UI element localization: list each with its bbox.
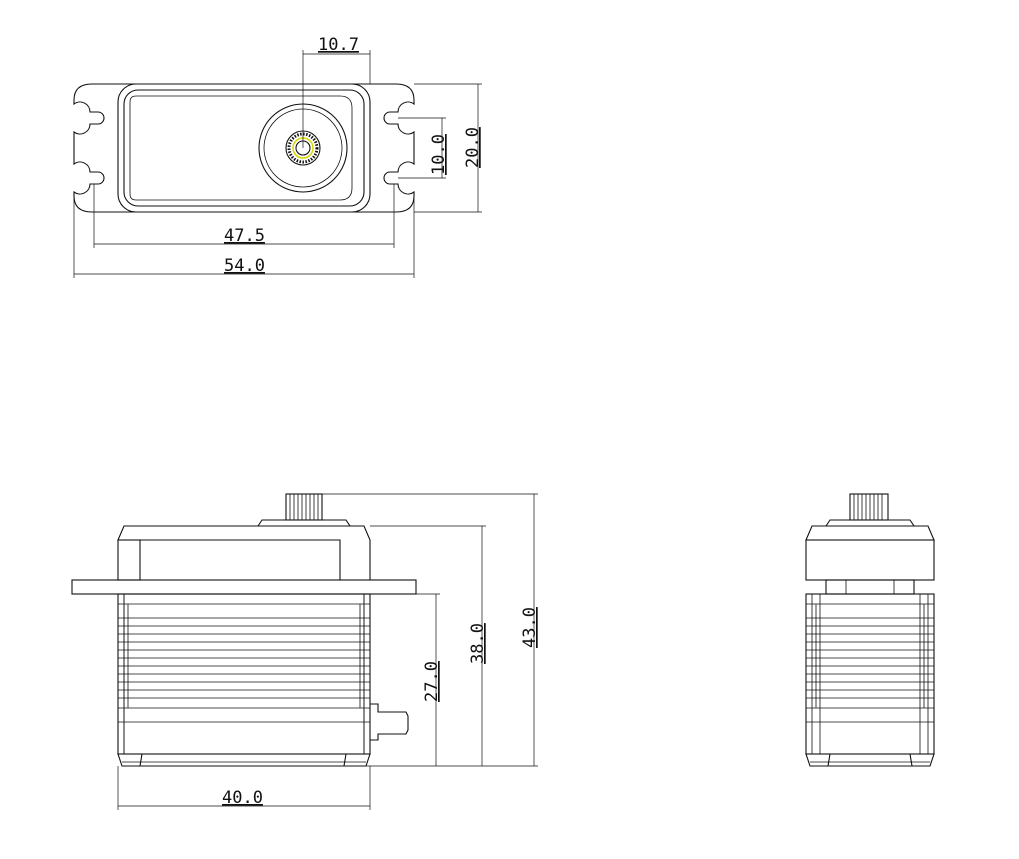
front-wire-exit (370, 703, 409, 741)
end-view (805, 493, 935, 767)
end-top-boss (824, 519, 916, 527)
top-view-flange-outline (73, 83, 415, 213)
end-top-case (805, 525, 935, 541)
dim-overall-length: 54.0 (224, 256, 265, 276)
dim-hole-spacing-length: 47.5 (224, 226, 265, 246)
front-spline (285, 493, 323, 521)
end-flange-stub (825, 579, 915, 595)
front-flange (71, 579, 417, 595)
front-top-case (117, 525, 371, 581)
front-cooling-fins (118, 594, 370, 754)
top-view-body (117, 83, 371, 213)
dim-hole-spacing-width: 10.0 (429, 134, 449, 175)
dim-body-length: 40.0 (222, 788, 263, 808)
output-spline-teeth (287, 132, 319, 164)
dim-overall-height: 43.0 (520, 607, 540, 648)
front-bottom-feet (117, 753, 371, 767)
dim-height-to-flange: 27.0 (422, 661, 442, 702)
end-cooling-fins (806, 594, 934, 754)
dim-shaft-offset: 10.7 (318, 35, 359, 55)
end-bottom-feet (805, 753, 935, 767)
front-top-boss (256, 519, 352, 527)
dim-height-to-top: 38.0 (468, 623, 488, 664)
dim-body-width: 20.0 (463, 127, 483, 168)
top-view-body-inner (123, 89, 365, 207)
top-view-top-plate (129, 95, 353, 201)
top-view: 10.7 10.0 20.0 47.5 54.0 (73, 35, 483, 278)
front-view: 40.0 27.0 38.0 43.0 (71, 493, 540, 810)
